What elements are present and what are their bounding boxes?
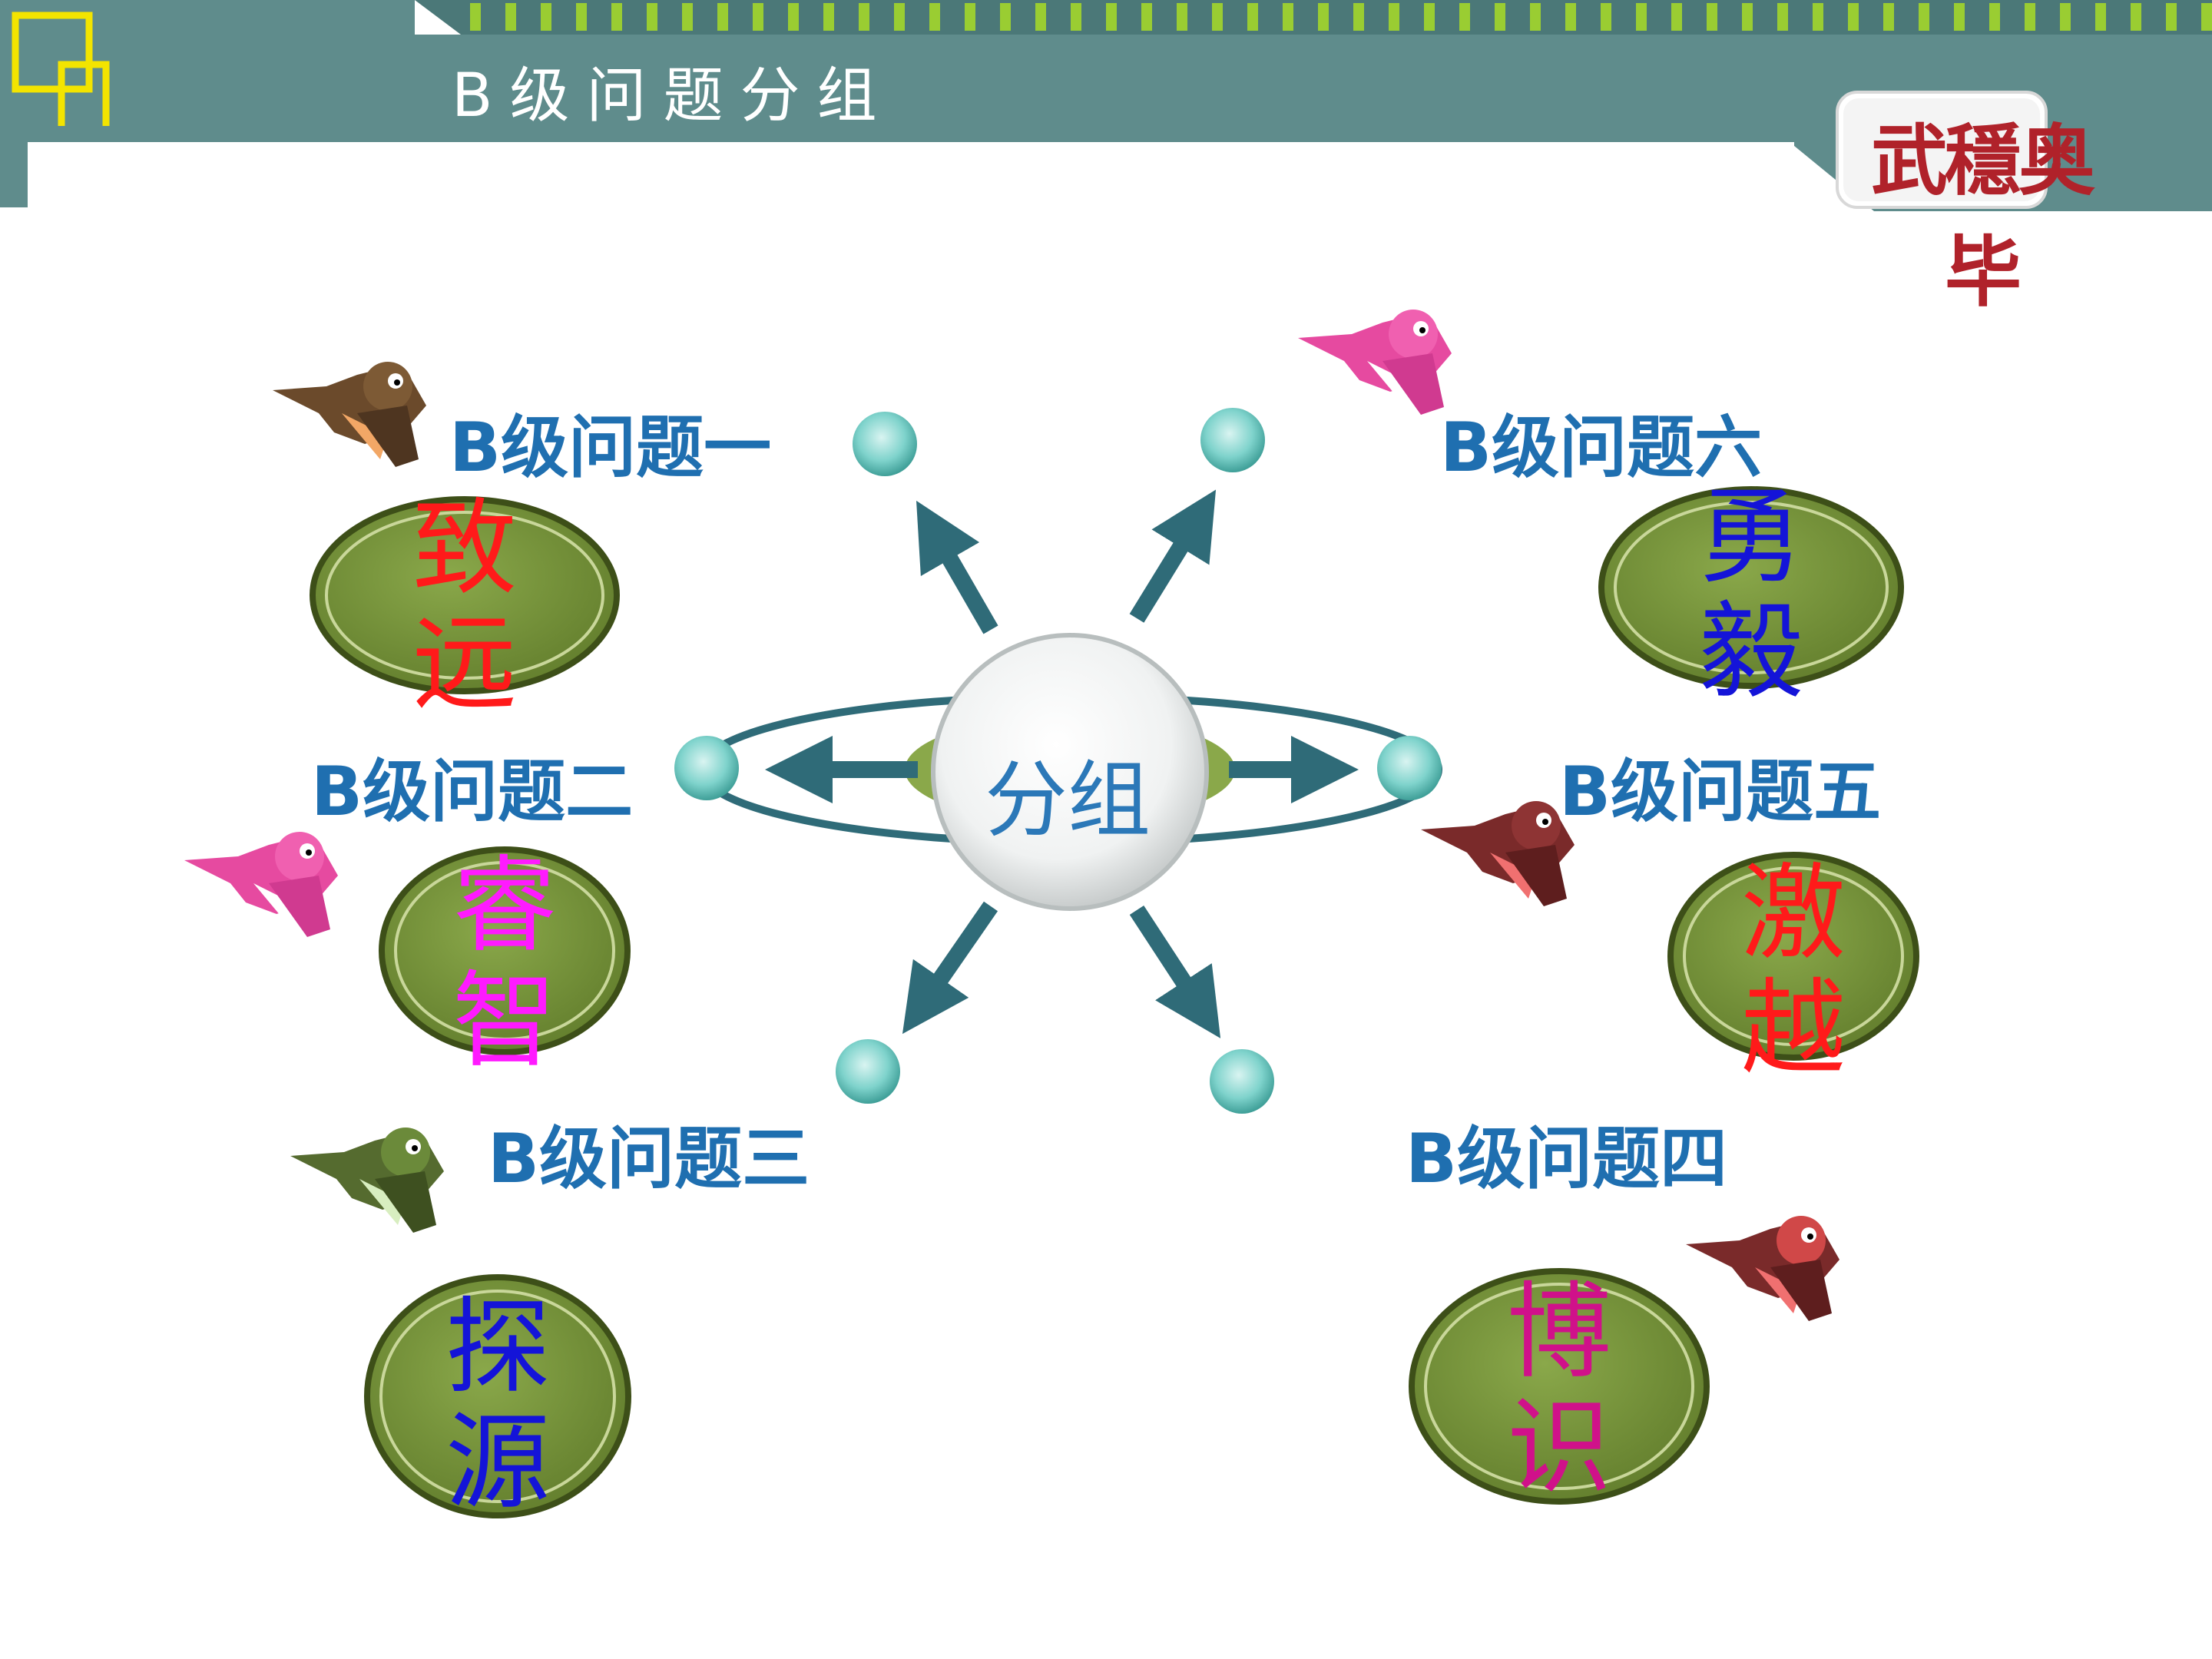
node-5: [1377, 736, 1442, 800]
node-2: [674, 736, 739, 800]
question-label-2: B级问题二: [311, 752, 634, 831]
group-name-char: 识: [1507, 1387, 1611, 1508]
bird-icon: [184, 832, 338, 937]
badge-5: [1667, 852, 1919, 1061]
window-icon: [12, 12, 110, 126]
group-name-char: 博: [1507, 1272, 1611, 1393]
bird-icon: [273, 362, 426, 467]
hub-circle: [931, 633, 1209, 911]
badge-2: [379, 846, 631, 1055]
birds: [184, 310, 1839, 1321]
bird-icon: [1298, 310, 1452, 415]
group-name-5: 激 越: [1709, 856, 1878, 1087]
group-name-char: 远: [412, 604, 517, 725]
nodes: [674, 408, 1442, 1114]
group-name-char: 越: [1741, 969, 1846, 1090]
group-name-char: 勇: [1699, 477, 1803, 598]
bird-icon: [1421, 801, 1575, 906]
group-name-2: 睿 智: [420, 849, 589, 1079]
node-6: [1200, 408, 1265, 472]
node-3: [836, 1039, 900, 1104]
arrows: [765, 489, 1359, 1038]
logo-badge: [1836, 91, 2048, 209]
group-name-char: 探: [445, 1287, 550, 1409]
group-name-1: 致 远: [380, 492, 549, 722]
badge-4: [1409, 1268, 1710, 1505]
node-1: [853, 412, 917, 476]
hub-label: 分组: [984, 753, 1151, 849]
bird-icon: [290, 1128, 444, 1233]
group-name-6: 勇 毅: [1667, 480, 1836, 710]
arrow-to-group-1: [916, 500, 998, 634]
arrow-to-group-4: [1129, 905, 1221, 1038]
group-name-char: 激: [1741, 853, 1846, 975]
group-name-char: 毅: [1699, 592, 1803, 714]
question-label-6: B级问题六: [1440, 408, 1763, 487]
group-name-4: 博 识: [1475, 1275, 1644, 1505]
group-name-char: 致: [412, 488, 517, 610]
node-4: [1210, 1049, 1274, 1114]
group-name-char: 睿: [452, 846, 557, 967]
bird-icon: [1686, 1216, 1839, 1321]
group-name-char: 源: [445, 1402, 550, 1524]
group-name-3: 探 源: [413, 1290, 582, 1521]
question-label-1: B级问题一: [449, 408, 772, 487]
question-label-4: B级问题四: [1406, 1119, 1728, 1198]
logo-text: 武穩奥毕: [1871, 116, 2095, 317]
arrow-to-group-3: [902, 901, 998, 1035]
badge-6: [1598, 486, 1904, 689]
header-bar: [0, 0, 2212, 211]
question-label-3: B级问题三: [488, 1119, 810, 1198]
badge-1: [310, 496, 620, 694]
arrow-to-group-6: [1129, 489, 1217, 623]
group-name-char: 智: [452, 961, 557, 1082]
page-title: B级问题分组: [452, 61, 894, 131]
badges: [310, 486, 1919, 1518]
question-label-5: B级问题五: [1559, 752, 1882, 831]
badge-3: [364, 1274, 631, 1518]
